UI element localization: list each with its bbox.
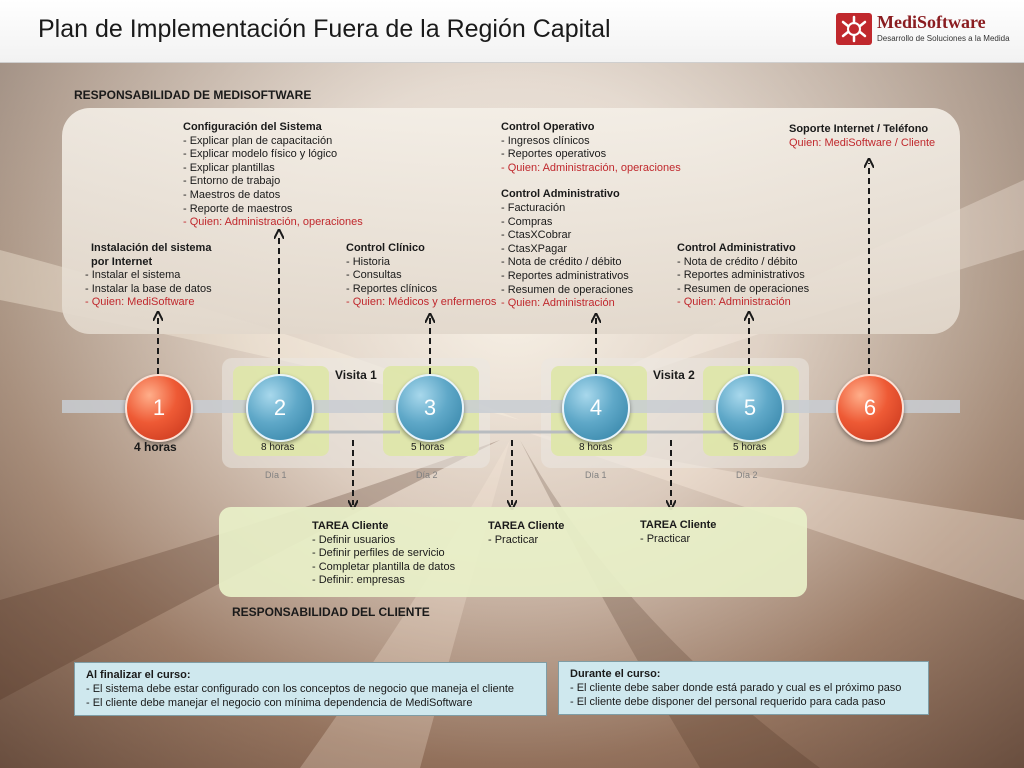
step-4-duration: 8 horas [579, 442, 613, 453]
admin2-item: - Nota de crédito / débito [677, 255, 798, 268]
task-item: - Practicar [640, 532, 691, 545]
admin2-title: Control Administrativo [677, 242, 796, 254]
note-item: - El cliente debe saber donde está parad… [570, 682, 902, 694]
operativo-item: - Ingresos clínicos [501, 134, 590, 147]
task-block-2: TAREA Cliente - Practicar [488, 520, 564, 547]
clinico-item: - Historia [346, 255, 391, 268]
config-who: - Quien: Administración, operaciones [183, 216, 363, 229]
note-item: - El cliente debe manejar el negocio con… [86, 697, 473, 709]
step-5: 5 [716, 374, 784, 442]
admin2-block: Control Administrativo - Nota de crédito… [677, 242, 809, 310]
task-item: - Definir perfiles de servicio [312, 547, 445, 560]
clinico-title: Control Clínico [346, 242, 425, 254]
medisoftware-panel [62, 108, 960, 334]
visit1-label: Visita 1 [335, 368, 377, 382]
admin1-item: - CtasXPagar [501, 242, 568, 255]
task-item: - Definir usuarios [312, 533, 396, 546]
config-item: - Maestros de datos [183, 188, 281, 201]
config-item: - Explicar plantillas [183, 161, 275, 174]
step-1-duration: 4 horas [134, 440, 177, 454]
install-title: por Internet [91, 255, 153, 268]
task-block-3: TAREA Cliente - Practicar [640, 519, 716, 546]
task-title: TAREA Cliente [312, 520, 389, 532]
config-item: - Explicar modelo físico y lógico [183, 148, 338, 161]
install-item: - Instalar el sistema [85, 269, 181, 282]
clinico-item: - Reportes clínicos [346, 282, 438, 295]
config-item: - Reporte de maestros [183, 202, 293, 215]
clinico-item: - Consultas [346, 269, 402, 282]
step-5-duration: 5 horas [733, 442, 767, 453]
task-item: - Practicar [488, 533, 539, 546]
install-item: - Instalar la base de datos [85, 282, 212, 295]
step-1: 1 [125, 374, 193, 442]
soporte-block: Soporte Internet / Teléfono Quien: MediS… [789, 123, 935, 150]
operativo-block: Control Operativo - Ingresos clínicos - … [501, 121, 681, 311]
step-4: 4 [562, 374, 630, 442]
logo-mark-icon [836, 13, 872, 45]
note-title: Durante el curso: [570, 668, 661, 680]
medisoftware-responsibility-label: RESPONSABILIDAD DE MEDISOFTWARE [74, 88, 312, 102]
task-item: - Definir: empresas [312, 574, 405, 587]
note-item: - El sistema debe estar configurado con … [86, 683, 515, 695]
logo-name: MediSoftware [877, 12, 986, 32]
task-title: TAREA Cliente [488, 520, 565, 532]
admin1-item: - Resumen de operaciones [501, 283, 634, 296]
title-bar: Plan de Implementación Fuera de la Regió… [0, 0, 1024, 63]
client-panel [219, 507, 807, 597]
step-3-duration: 5 horas [411, 442, 445, 453]
operativo-who: - Quien: Administración, operaciones [501, 161, 681, 174]
admin1-item: - Nota de crédito / débito [501, 256, 622, 269]
soporte-who: Quien: MediSoftware / Cliente [789, 136, 936, 149]
config-item: - Entorno de trabajo [183, 175, 281, 188]
admin1-item: - Facturación [501, 201, 566, 214]
config-title: Configuración del Sistema [183, 121, 322, 133]
step-2-duration: 8 horas [261, 442, 295, 453]
logo: MediSoftware Desarrollo de Soluciones a … [836, 12, 1016, 49]
clinico-who: - Quien: Médicos y enfermeros [346, 296, 497, 309]
note-during-course: Durante el curso: - El cliente debe sabe… [558, 661, 929, 715]
config-block: Configuración del Sistema - Explicar pla… [183, 121, 363, 230]
admin2-who: - Quien: Administración [677, 296, 791, 309]
note-title: Al finalizar el curso: [86, 669, 191, 681]
note-item: - El cliente debe disponer del personal … [570, 696, 886, 708]
task-item: - Completar plantilla de datos [312, 560, 456, 573]
clinico-block: Control Clínico - Historia - Consultas -… [346, 242, 496, 310]
admin1-item: - Compras [501, 215, 553, 228]
step-2: 2 [246, 374, 314, 442]
client-responsibility-label: RESPONSABILIDAD DEL CLIENTE [232, 605, 430, 619]
install-title: Instalación del sistema [91, 242, 212, 254]
step-5-day: Día 2 [736, 470, 758, 480]
admin2-item: - Resumen de operaciones [677, 282, 810, 295]
soporte-title: Soporte Internet / Teléfono [789, 123, 929, 135]
task-block-1: TAREA Cliente - Definir usuarios - Defin… [312, 520, 455, 588]
admin1-title: Control Administrativo [501, 188, 620, 201]
operativo-title: Control Operativo [501, 121, 595, 133]
admin1-who: - Quien: Administración [501, 297, 615, 310]
step-3-day: Día 2 [416, 470, 438, 480]
note-end-of-course: Al finalizar el curso: - El sistema debe… [74, 662, 547, 716]
step-6: 6 [836, 374, 904, 442]
task-title: TAREA Cliente [640, 519, 717, 531]
admin2-item: - Reportes administrativos [677, 269, 805, 282]
visit2-label: Visita 2 [653, 368, 695, 382]
step-2-day: Día 1 [265, 470, 287, 480]
operativo-item: - Reportes operativos [501, 148, 607, 161]
step-4-day: Día 1 [585, 470, 607, 480]
install-who: - Quien: MediSoftware [85, 296, 195, 309]
page-title: Plan de Implementación Fuera de la Regió… [38, 15, 611, 43]
admin1-item: - CtasXCobrar [501, 229, 572, 242]
step-3: 3 [396, 374, 464, 442]
admin1-item: - Reportes administrativos [501, 269, 629, 282]
logo-tagline: Desarrollo de Soluciones a la Medida [877, 34, 1010, 43]
install-block: Instalación del sistema por Internet - I… [85, 242, 212, 310]
config-item: - Explicar plan de capacitación [183, 134, 333, 147]
